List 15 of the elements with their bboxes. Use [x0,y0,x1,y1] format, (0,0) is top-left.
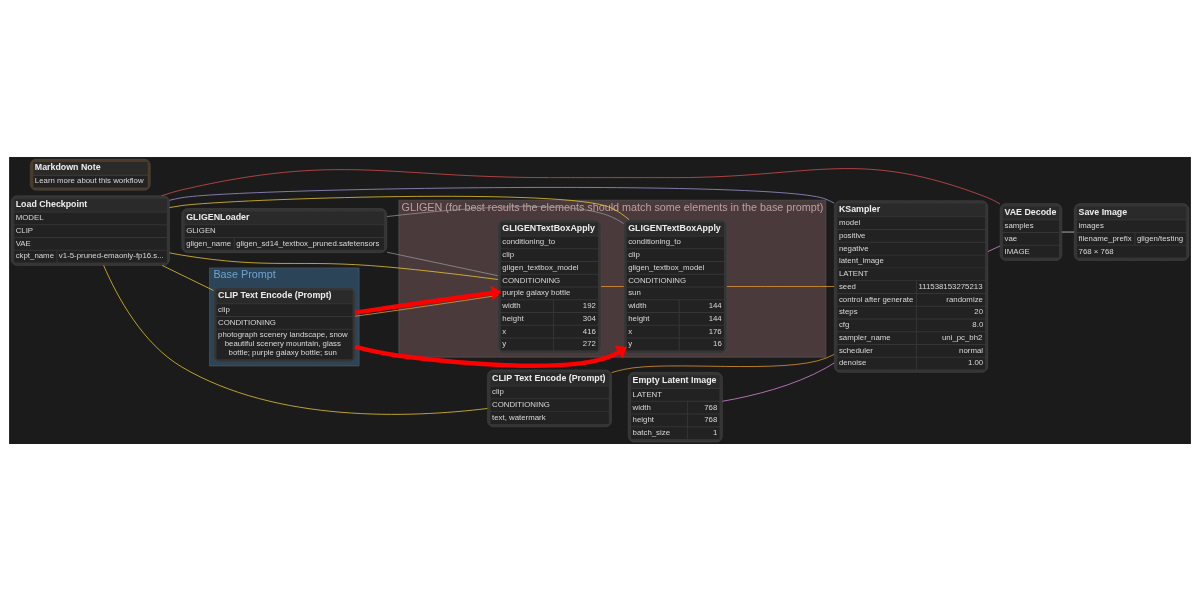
connector [722,362,835,402]
connector [726,285,835,287]
arrow [354,344,627,368]
arrow [354,284,502,315]
connector [103,264,488,415]
connector [169,186,835,204]
connector [161,264,214,291]
connector [987,245,1001,252]
connector [386,251,499,276]
connector [169,195,630,220]
connector [169,252,499,280]
connector [611,353,835,373]
connector [600,285,625,287]
connector [161,167,1001,204]
connector [386,205,624,224]
